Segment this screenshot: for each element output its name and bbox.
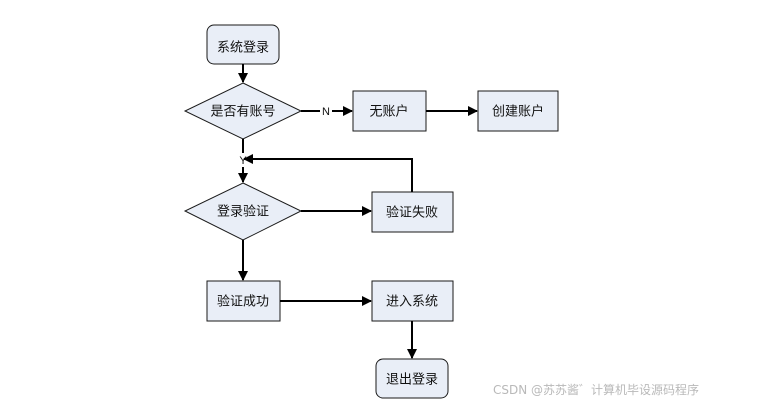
enter-system-node (371, 280, 454, 322)
verify-label: 登录验证 (217, 204, 269, 220)
verify-success-label: 验证成功 (217, 294, 269, 310)
watermark: CSDN @苏苏酱゛计算机毕设源码程序 (493, 382, 699, 397)
logout-label: 退出登录 (386, 373, 438, 388)
edge-fail-loop-back (243, 154, 413, 192)
verify-fail-label: 验证失败 (386, 205, 438, 221)
logout-node (375, 358, 449, 399)
edge-label-n: N (322, 106, 330, 118)
no-account-label: 无账户 (369, 104, 408, 120)
edge-label-y: Y (239, 155, 247, 167)
has-account-label: 是否有账号 (210, 105, 275, 120)
login-label: 系统登录 (217, 41, 269, 56)
create-account-node (477, 90, 559, 132)
verify-success-node (206, 280, 281, 322)
enter-system-label: 进入系统 (386, 295, 438, 310)
edge-label-n-bg (320, 104, 332, 118)
no-account-node (352, 90, 427, 132)
create-account-label: 创建账户 (492, 104, 544, 120)
